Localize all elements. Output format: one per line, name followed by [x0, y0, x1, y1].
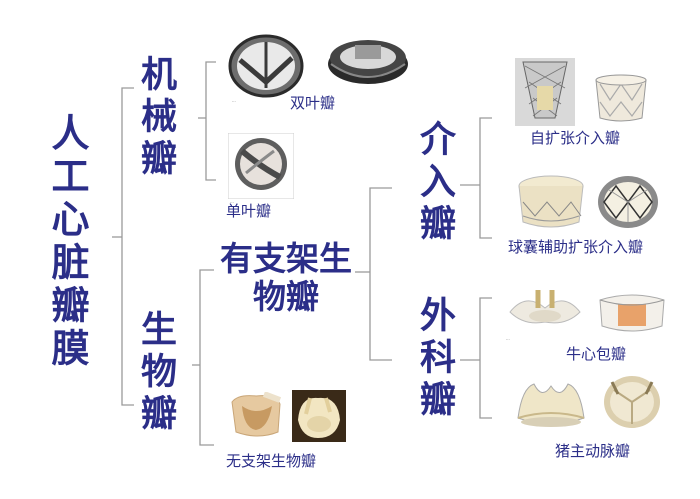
- bio-bracket: [199, 269, 214, 446]
- bileaflet-valve-image-1: [228, 34, 304, 98]
- porcine-aortic-valve-image-1: [517, 383, 585, 427]
- mechanical-bracket: [205, 61, 216, 181]
- monoleaflet-caption: 单叶瓣: [226, 202, 272, 220]
- monoleaflet-fineprint: ...: [230, 199, 234, 204]
- interventional-title: 介入瓣: [414, 120, 455, 246]
- root-bracket: [121, 87, 134, 406]
- surgical-title: 外科瓣: [414, 296, 455, 422]
- porcine-aortic-valve-image-2: [604, 376, 660, 428]
- self-expanding-valve-image-2: [595, 74, 647, 122]
- bovine-pericardial-caption: 牛心包瓣: [566, 345, 627, 363]
- bileaflet-caption: 双叶瓣: [290, 94, 336, 112]
- self-expanding-caption: 自扩张介入瓣: [530, 129, 621, 147]
- bileaflet-valve-image-2: [328, 40, 408, 84]
- monoleaflet-valve-image: [228, 133, 294, 199]
- self-expanding-valve-image-1: [515, 58, 575, 126]
- stentless-caption: 无支架生物瓣: [226, 452, 317, 470]
- bovine-pericardial-valve-image-2: [599, 294, 665, 332]
- bileaflet-fineprint: ...: [232, 98, 236, 103]
- surgical-bracket: [479, 297, 492, 419]
- stentless-valve-image-2: [292, 390, 346, 442]
- stentless-valve-image-1: [231, 392, 282, 437]
- balloon-expandable-caption: 球囊辅助扩张介入瓣: [508, 238, 644, 256]
- interventional-bracket: [479, 117, 492, 239]
- stented-title: 有支架生物瓣: [218, 240, 354, 316]
- bovine-pericardial-fineprint: ...: [506, 336, 510, 341]
- balloon-expandable-valve-image-2: [598, 176, 658, 228]
- balloon-expandable-valve-image-1: [518, 175, 584, 228]
- root-title: 人工心脏瓣膜: [45, 113, 89, 371]
- bovine-pericardial-valve-image-1: [509, 290, 581, 324]
- stented-bracket: [369, 187, 392, 361]
- mechanical-title: 机械瓣: [135, 55, 176, 181]
- bioprosthetic-title: 生物瓣: [135, 310, 176, 436]
- stented-title-text: 有支架生物瓣: [220, 239, 352, 316]
- porcine-aortic-caption: 猪主动脉瓣: [555, 442, 631, 460]
